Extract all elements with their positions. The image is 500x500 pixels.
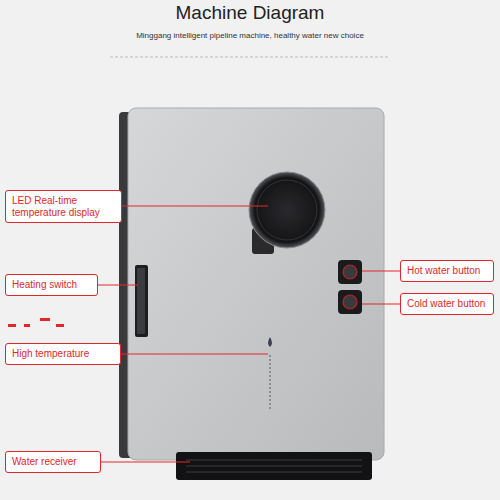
callout-box: Cold water button: [400, 293, 494, 315]
callout-label: High temperature: [12, 348, 114, 360]
callout-label: Water receiver: [12, 456, 94, 468]
subtitle-text: Minggang intelligent pipeline machine, h…: [0, 31, 500, 40]
callout-label: Cold water button: [407, 298, 487, 310]
callout-box: Water receiver: [5, 451, 101, 473]
diagram-title: Machine Diagram: [0, 2, 500, 24]
callout-box: LED Real-time temperature display: [5, 190, 122, 223]
callout-label: Heating switch: [12, 279, 91, 291]
callout-box: Heating switch: [5, 274, 98, 296]
callout-label: LED Real-time temperature display: [12, 195, 115, 218]
callout-box: Hot water button: [400, 260, 494, 282]
callout-label: Hot water button: [407, 265, 487, 277]
callout-box: High temperature: [5, 343, 121, 365]
